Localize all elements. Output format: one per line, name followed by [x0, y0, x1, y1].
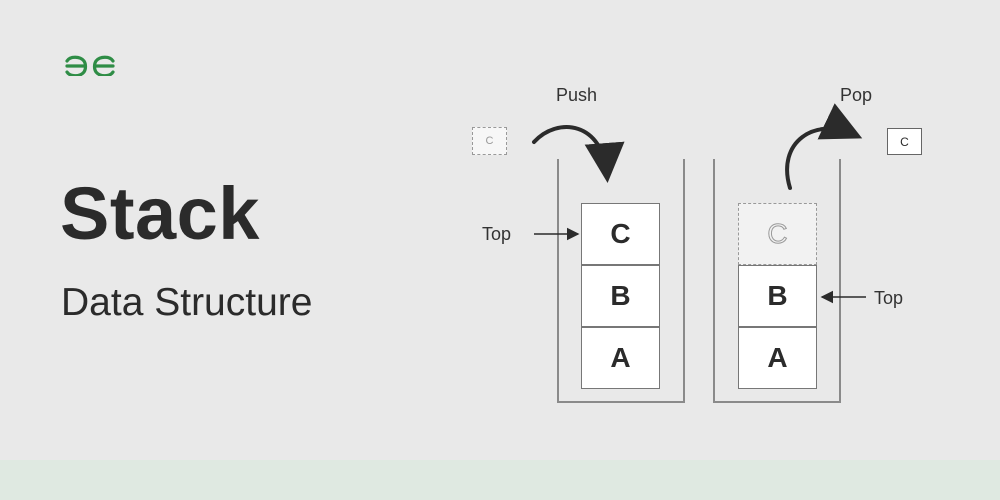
- push-stack-item-c: C: [581, 203, 660, 265]
- pop-outgoing-item: C: [887, 128, 922, 155]
- page-title: Stack: [60, 172, 260, 255]
- geeksforgeeks-logo-icon: [62, 54, 118, 78]
- pop-label: Pop: [840, 85, 873, 105]
- pop-top-label: Top: [874, 288, 904, 308]
- push-stack-item-a: A: [581, 327, 660, 389]
- page-subtitle: Data Structure: [61, 281, 313, 324]
- bottom-band: [0, 460, 1000, 500]
- pop-stack-item-c-ghost: C: [738, 203, 817, 265]
- push-label: Push: [556, 85, 598, 105]
- push-incoming-item: C: [472, 127, 507, 155]
- push-arrow-icon: [532, 125, 625, 183]
- push-stack-item-b: B: [581, 265, 660, 327]
- pop-stack-item-b: B: [738, 265, 817, 327]
- pop-arrow-icon: [785, 103, 863, 190]
- pop-stack-item-a: A: [738, 327, 817, 389]
- push-top-label: Top: [482, 224, 512, 244]
